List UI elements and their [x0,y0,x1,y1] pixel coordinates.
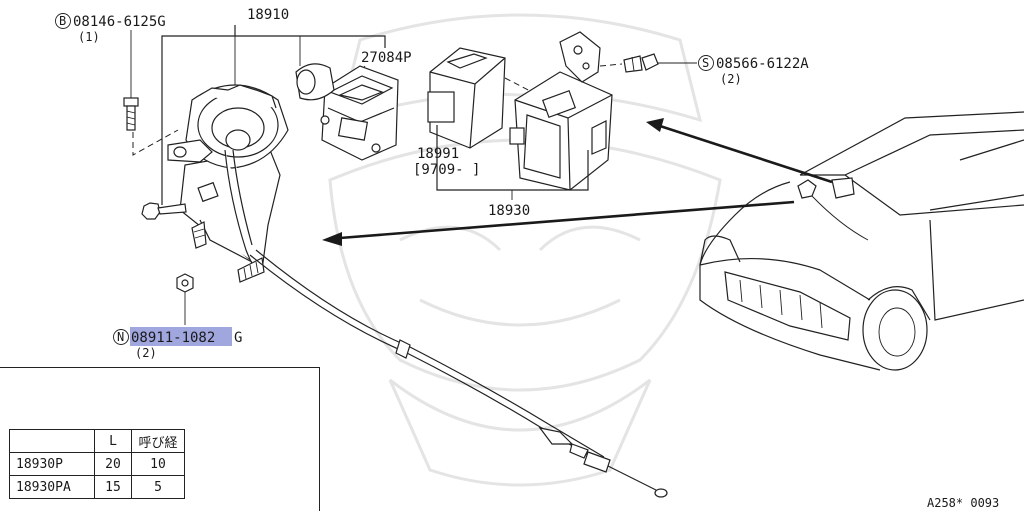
dash-screw-s [599,63,623,67]
controller-18991-date-range: [9709- ] [413,162,480,178]
screw-s-quantity: (2) [720,72,742,86]
bolt-b-quantity: (1) [78,30,100,44]
screw-s-shape [623,53,659,73]
spec-table-panel: L 呼び経 18930P 20 10 18930PA 15 5 [0,367,320,511]
spec-cell-l: 20 [94,452,132,476]
control-unit-18930[interactable] [509,31,613,191]
spec-cell-part: 18930P [9,452,95,476]
spec-cell-nominal: 5 [131,475,185,499]
controller-18991-part-number: 18991 [417,146,459,162]
bracket-bolt [141,202,187,220]
spec-table-header: L 呼び経 [9,429,185,453]
figure-code: A258* 0093 [927,496,999,510]
callout-bolt-b[interactable]: B 08146-6125G (1) [55,13,166,45]
bolt-b-part-number: 08146-6125G [73,14,166,30]
nut-n-suffix: G [234,330,242,346]
actuator-assembly[interactable] [295,63,399,161]
table-row: 18930P 20 10 [9,452,185,476]
bolt-b-shape [123,97,139,131]
actuator-27084p-label[interactable]: 27084P [361,50,412,66]
assembly-18910-label[interactable]: 18910 [247,7,289,23]
pump-motor-assembly[interactable] [167,84,289,274]
spec-cell-l: 15 [94,475,132,499]
spec-header-nominal: 呼び経 [131,429,185,453]
spec-header-l: L [94,429,132,453]
callout-nut-n[interactable]: N 08911-1082 G (2) [113,327,243,360]
nut-n-quantity: (2) [135,346,157,360]
bracket-18910-left [161,25,236,205]
dash-bolt-b [132,129,179,156]
control-unit-18991[interactable] [427,47,506,149]
bolt-b-prefix: B [59,14,66,28]
accelerator-cable [249,249,668,498]
bracket-18910-right [235,35,386,48]
spec-table: L 呼び経 18930P 20 10 18930PA 15 5 [9,429,185,499]
table-row: 18930PA 15 5 [9,475,185,499]
location-arrows [322,118,833,246]
screw-s-prefix: S [702,56,709,70]
nut-n-prefix: N [117,330,124,344]
spec-cell-part: 18930PA [9,475,95,499]
nut-n-shape [176,273,194,293]
nut-n-part-number: 08911-1082 [131,330,215,346]
callout-screw-s[interactable]: S 08566-6122A (2) [698,55,810,87]
part-number-highlight [130,327,232,346]
controller-18930-label[interactable]: 18930 [488,203,530,219]
callout-controller-sub[interactable]: 18991 [9709- ] [413,146,480,178]
screw-s-part-number: 08566-6122A [716,56,809,72]
vehicle-outline [699,111,1024,371]
stud-bolts [191,221,265,283]
spec-header-part [9,429,95,453]
bracket-18930 [436,125,589,191]
spec-cell-nominal: 10 [131,452,185,476]
